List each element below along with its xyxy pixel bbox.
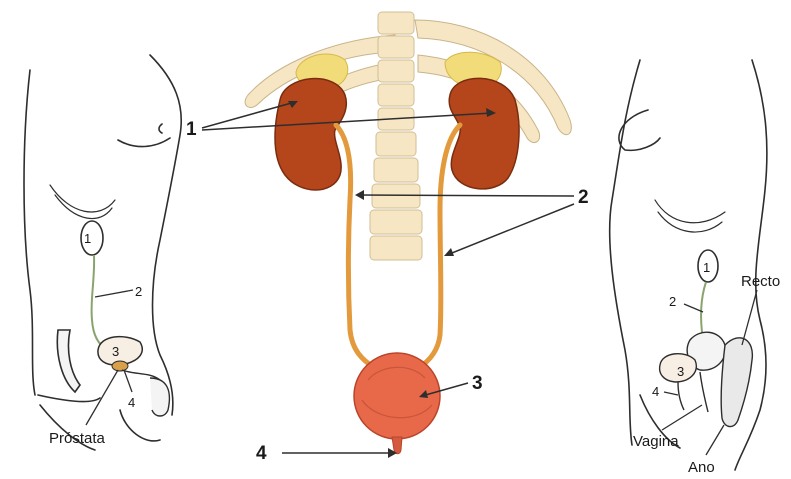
vertebra — [370, 210, 422, 234]
pointer-2-upper — [358, 195, 574, 196]
male-pelvis — [57, 330, 80, 392]
prostate-label: Próstata — [49, 430, 106, 447]
pointer-2-lower-head — [444, 248, 454, 256]
female-rectum — [721, 338, 752, 427]
vertebra — [370, 236, 422, 260]
female-label-4: 4 — [652, 384, 659, 399]
female-pointer-2 — [684, 304, 703, 312]
vertebra — [378, 12, 414, 34]
prostate-pointer — [86, 370, 118, 425]
vertebra — [378, 84, 414, 106]
anus-label: Ano — [688, 459, 715, 476]
rectum-label: Recto — [741, 273, 780, 290]
male-pointer-4 — [124, 370, 132, 392]
female-urethra — [678, 382, 684, 410]
female-breast — [619, 110, 660, 150]
vagina-pointer — [662, 405, 702, 430]
male-label-1: 1 — [84, 231, 91, 246]
male-nipple — [159, 124, 162, 133]
vertebra — [376, 132, 416, 156]
male-body-back-outline — [24, 70, 35, 395]
vertebra — [378, 60, 414, 82]
male-diaphragm — [50, 185, 115, 212]
male-ureter — [92, 255, 108, 350]
male-label-2: 2 — [135, 284, 142, 299]
kidney-left — [275, 79, 346, 190]
male-chest-line — [118, 138, 170, 147]
female-figure — [610, 60, 767, 470]
female-organs — [660, 250, 753, 427]
center-anatomy — [245, 12, 571, 454]
ureter-left — [336, 125, 375, 368]
female-label-1: 1 — [703, 260, 710, 275]
spine — [370, 12, 422, 260]
male-label-4: 4 — [128, 395, 135, 410]
male-pointer-2 — [95, 290, 133, 297]
male-prostate — [112, 361, 128, 371]
female-label-2: 2 — [669, 294, 676, 309]
female-label-3: 3 — [677, 364, 684, 379]
male-diaphragm-2 — [55, 195, 112, 219]
male-penis — [150, 378, 169, 416]
anus-pointer — [706, 425, 724, 455]
female-diaphragm — [655, 200, 725, 223]
male-body-front-outline — [150, 55, 181, 415]
pointer-2-upper-head — [355, 190, 364, 200]
pointer-2-lower — [447, 204, 574, 255]
vertebra — [374, 158, 418, 182]
vagina-label: Vagina — [633, 433, 679, 450]
vertebra — [378, 36, 414, 58]
center-label-3: 3 — [472, 373, 483, 394]
male-organs — [81, 221, 169, 416]
female-pointer-4 — [664, 392, 678, 395]
male-label-3: 3 — [112, 344, 119, 359]
kidney-right — [449, 78, 519, 189]
rectum-pointer — [742, 290, 757, 345]
female-body-front-outline — [610, 60, 640, 445]
male-waist-curve — [38, 395, 100, 401]
male-buttock-line — [120, 410, 160, 441]
center-label-4: 4 — [256, 443, 267, 464]
center-label-2: 2 — [578, 187, 589, 208]
center-label-1: 1 — [186, 119, 197, 140]
